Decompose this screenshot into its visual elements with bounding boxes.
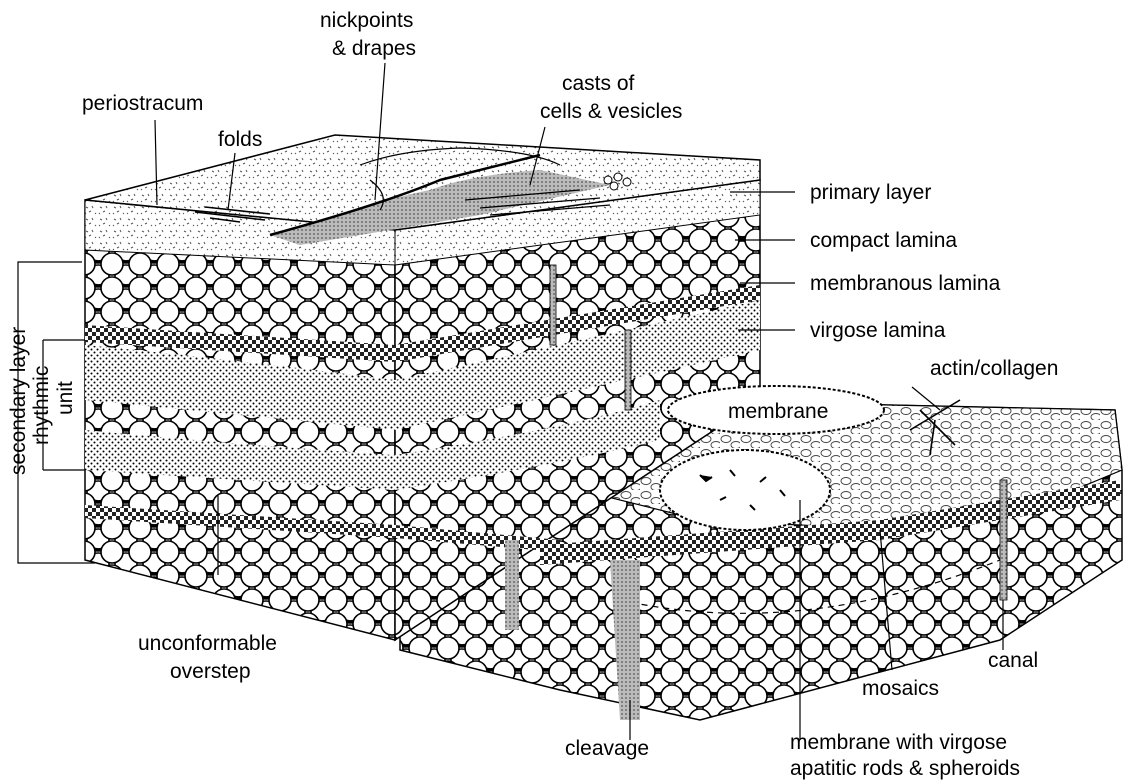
label-drapes: & drapes	[332, 37, 416, 60]
label-mosaics: mosaics	[862, 677, 939, 700]
label-apatitic-rods: apatitic rods & spheroids	[790, 757, 1020, 780]
label-overstep: overstep	[170, 660, 251, 683]
label-virgose-lamina: virgose lamina	[810, 319, 946, 342]
label-folds: folds	[218, 128, 262, 151]
label-compact-lamina: compact lamina	[810, 229, 957, 252]
label-actin-collagen: actin/collagen	[930, 357, 1058, 380]
label-canal: canal	[988, 649, 1038, 672]
label-periostracum: periostracum	[82, 92, 203, 115]
label-membrane: membrane	[728, 400, 828, 423]
label-membranous-lamina: membranous lamina	[810, 272, 1001, 295]
label-unit: unit	[54, 381, 77, 415]
label-casts: casts of	[562, 72, 635, 95]
label-nickpoints: nickpoints	[320, 9, 413, 32]
label-primary-layer: primary layer	[810, 181, 931, 204]
label-cells-vesicles: cells & vesicles	[540, 100, 682, 123]
label-secondary-layer: secondary layer	[7, 327, 30, 475]
label-cleavage: cleavage	[565, 737, 649, 760]
label-membrane-virgose: membrane with virgose	[790, 731, 1007, 754]
label-unconformable: unconformable	[138, 632, 277, 655]
label-rhythmic: rhythmic	[30, 366, 53, 445]
